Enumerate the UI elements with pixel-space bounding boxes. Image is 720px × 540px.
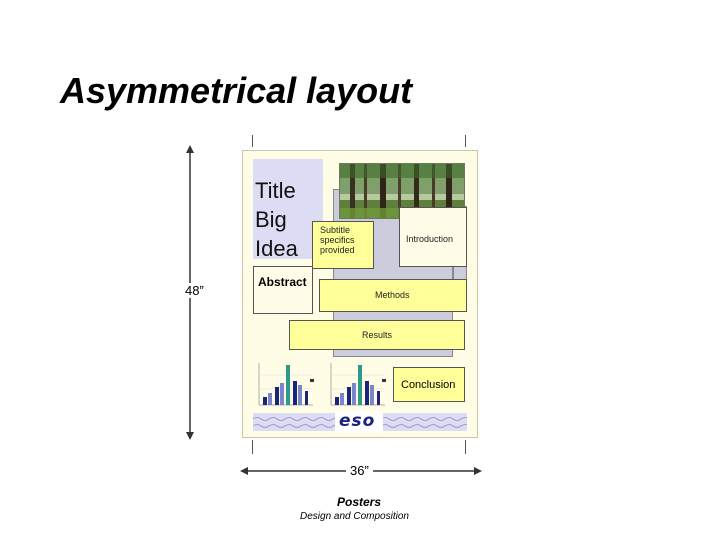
- poster-conclusion-label: Conclusion: [401, 379, 456, 391]
- poster-edge-tick-bottom-right: [465, 440, 466, 454]
- poster-edge-tick-bottom-left: [252, 440, 253, 454]
- poster-logo-text: eso: [339, 411, 376, 431]
- poster-edge-tick-left: [252, 135, 253, 147]
- poster-introduction-label: Introduction: [406, 234, 454, 244]
- poster-title-line: Big: [255, 207, 287, 232]
- poster-bar-chart-left: [255, 361, 317, 407]
- poster-title-line: Title: [255, 178, 296, 203]
- poster-mockup: Title Big Idea Subtitle specifics provid…: [242, 150, 478, 438]
- height-label: 48”: [183, 283, 206, 298]
- poster-edge-tick-right: [465, 135, 466, 147]
- poster-logo: eso: [335, 411, 383, 433]
- poster-bar-chart-right: [327, 361, 389, 407]
- slide-title: Asymmetrical layout: [60, 70, 413, 111]
- poster-conclusion-box: Conclusion: [393, 367, 465, 402]
- bar-chart-icon: [258, 363, 314, 406]
- footer-title: Posters: [337, 495, 382, 509]
- width-label: 36”: [346, 463, 373, 478]
- footer-subtitle: Design and Composition: [300, 511, 409, 522]
- poster-introduction-box: Introduction: [399, 207, 467, 267]
- poster-methods-box: Methods: [319, 279, 467, 312]
- bar-chart-icon: [330, 363, 386, 406]
- poster-results-box: Results: [289, 320, 465, 350]
- poster-subtitle-line: Subtitle: [320, 225, 351, 235]
- poster-abstract-label: Abstract: [258, 275, 307, 289]
- poster-methods-label: Methods: [375, 290, 410, 300]
- poster-results-label: Results: [362, 330, 393, 340]
- poster-subtitle-box: Subtitle specifics provided: [312, 221, 374, 269]
- poster-abstract-box: Abstract: [253, 266, 313, 314]
- poster-subtitle-line: provided: [320, 245, 355, 255]
- poster-title-text: Title Big Idea: [255, 176, 298, 263]
- poster-title-block: Title Big Idea: [253, 159, 323, 261]
- poster-subtitle-line: specifics: [320, 235, 355, 245]
- poster-title-line: Idea: [255, 236, 298, 261]
